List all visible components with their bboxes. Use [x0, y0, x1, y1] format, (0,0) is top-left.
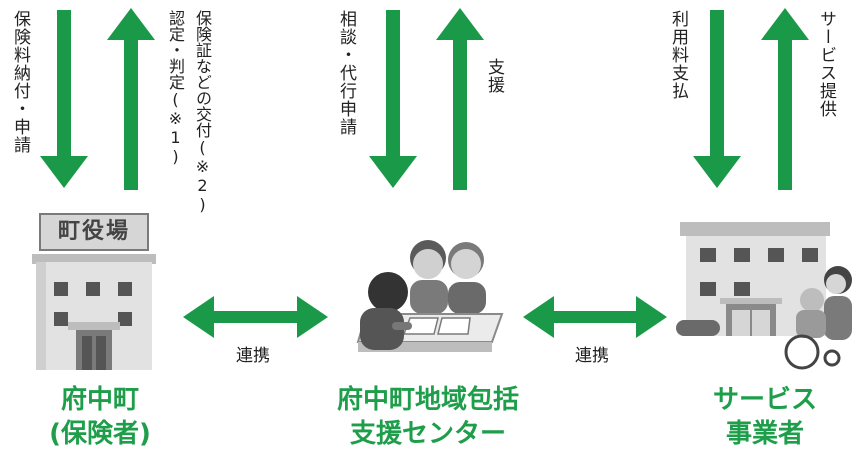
double-arrow-right [523, 296, 667, 338]
consultation-icon [352, 230, 507, 360]
care-facility-icon [676, 212, 856, 372]
arrow-down-provider [693, 10, 741, 188]
arrow-up-town [107, 8, 155, 190]
provider-title: サービス 事業者 [680, 383, 850, 451]
label-link-right: 連携 [575, 346, 609, 366]
arrow-down-center [369, 10, 417, 188]
arrow-down-town [40, 10, 88, 188]
label-issuance: 保険証などの交付(※2) [193, 10, 212, 214]
label-support: 支援 [484, 58, 504, 94]
provider-title-line1: サービス [712, 385, 817, 415]
label-certification: 認定・判定(※1) [166, 10, 185, 166]
town-hall-sign: 町役場 [57, 219, 130, 244]
label-link-left: 連携 [236, 346, 270, 366]
center-title-line2: 支援センター [349, 419, 506, 449]
arrow-up-center [436, 8, 484, 190]
provider-title-line2: 事業者 [725, 419, 804, 449]
label-premium: 保険料納付・申請 [10, 10, 30, 154]
center-title: 府中町地域包括 支援センター [318, 383, 538, 451]
town-title: 府中町 (保険者) [20, 383, 180, 451]
arrow-up-provider [761, 8, 809, 190]
center-title-line1: 府中町地域包括 [336, 385, 519, 415]
label-service: サービス提供 [816, 10, 836, 118]
label-fee: 利用料支払 [668, 10, 688, 100]
label-consult: 相談・代行申請 [336, 10, 356, 136]
town-title-line1: 府中町 [60, 385, 139, 415]
town-hall-icon: 町役場 [28, 212, 160, 372]
double-arrow-left [183, 296, 328, 338]
town-title-line2: (保険者) [49, 419, 151, 449]
